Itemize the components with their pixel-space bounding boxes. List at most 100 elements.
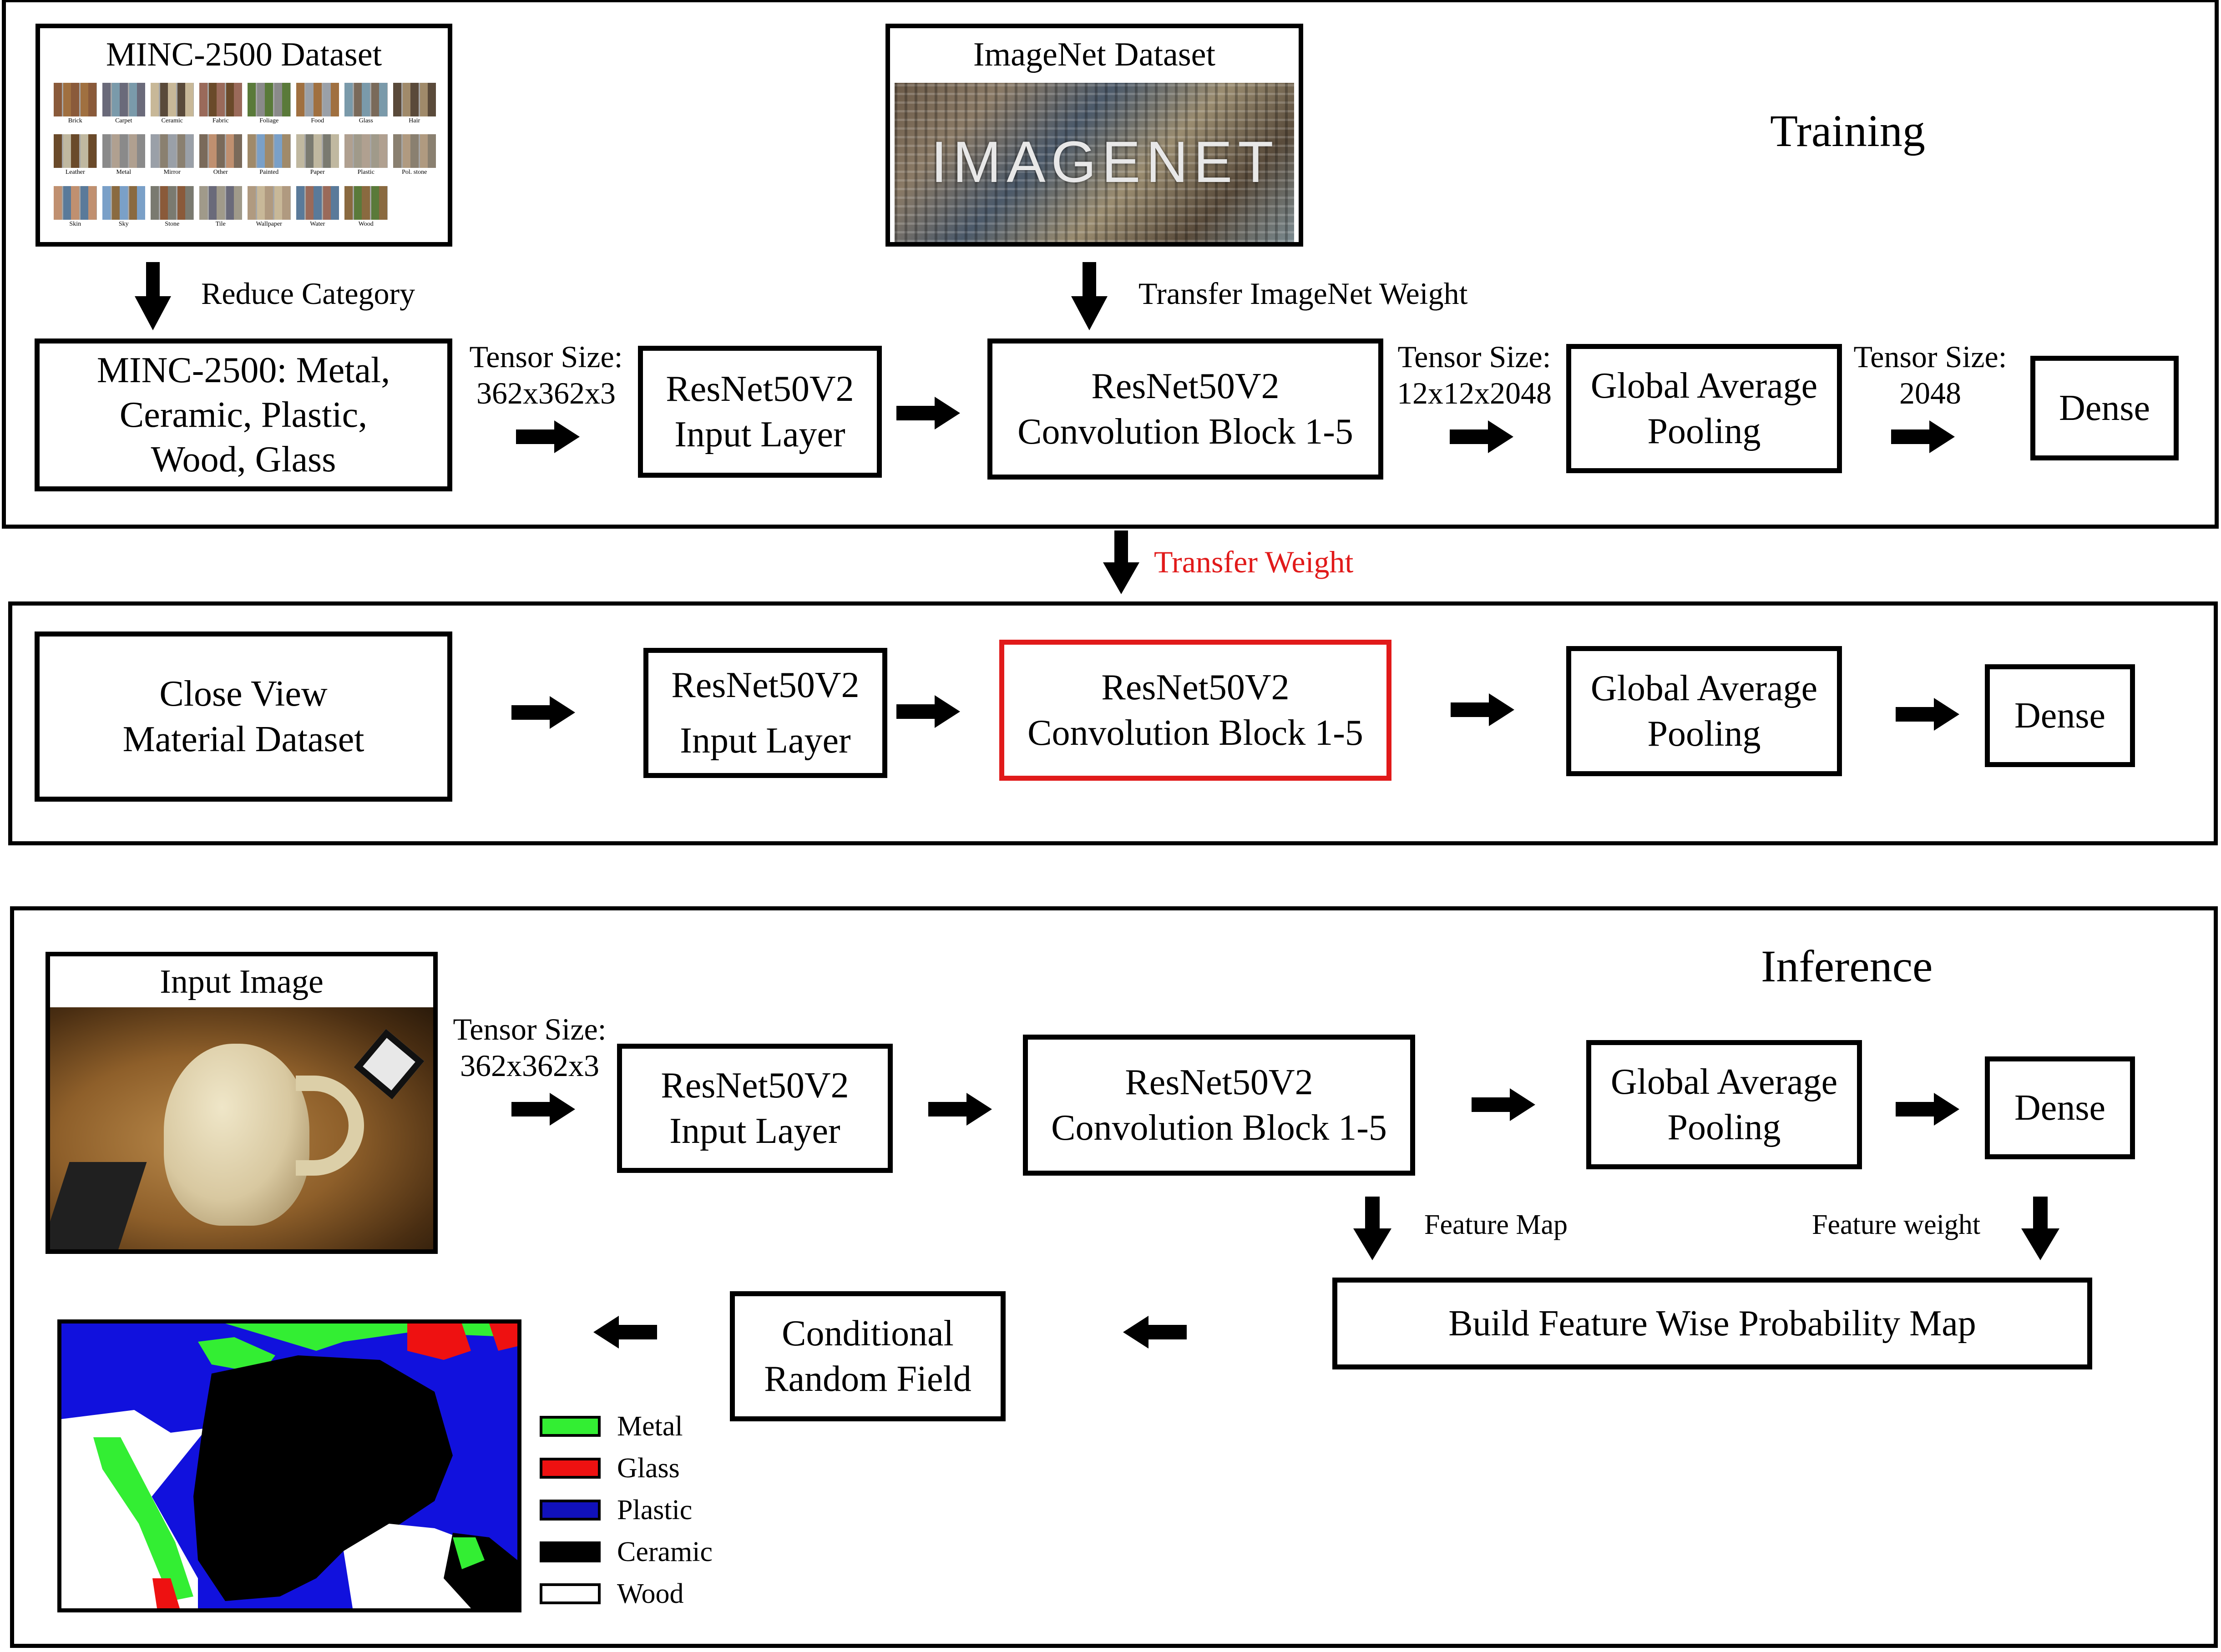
legend-item-plastic: Plastic: [540, 1494, 692, 1526]
finetune-dataset-box: Close View Material Dataset: [35, 631, 452, 802]
minc-thumbnail: Sky: [102, 186, 145, 233]
minc-thumbnail-image: [54, 83, 97, 116]
minc-thumbnail-image: [102, 186, 145, 220]
minc-thumbnail-caption: Foliage: [259, 117, 279, 124]
inference-tensor-input-label: Tensor Size: 362x362x3: [453, 1012, 607, 1083]
finetune-gap-box: Global Average Pooling: [1566, 646, 1842, 776]
legend-item-glass: Glass: [540, 1452, 680, 1484]
crf-box: Conditional Random Field: [730, 1291, 1006, 1421]
legend-label: Metal: [617, 1411, 683, 1442]
minc-thumbnail: Leather: [54, 134, 97, 181]
input-photo: [50, 1007, 433, 1249]
segmentation-output: [57, 1319, 521, 1612]
transfer-weight-label: Transfer Weight: [1154, 545, 1354, 579]
reduce-category-label: Reduce Category: [201, 276, 415, 311]
minc-thumbnail-image: [199, 186, 242, 220]
minc-thumbnail-image: [199, 83, 242, 116]
training-arrow-4: [1891, 420, 1955, 453]
minc-thumbnail-image: [54, 134, 97, 168]
minc-thumbnail: Plastic: [344, 134, 388, 181]
imagenet-dataset-title: ImageNet Dataset: [973, 36, 1216, 73]
feature-map-arrow: [1353, 1197, 1391, 1260]
legend-swatch: [540, 1541, 601, 1562]
minc-thumbnail-image: [296, 134, 339, 168]
mug-shape: [164, 1044, 309, 1226]
reduce-category-arrow: [135, 262, 171, 330]
finetune-conv-block-box: ResNet50V2 Convolution Block 1-5: [999, 640, 1391, 781]
inference-arrow-4: [1896, 1093, 1959, 1126]
mug-handle: [296, 1076, 364, 1176]
inference-conv-block-box: ResNet50V2 Convolution Block 1-5: [1023, 1035, 1415, 1176]
transfer-weight-arrow: [1103, 530, 1139, 594]
legend-label: Ceramic: [617, 1536, 713, 1567]
minc-thumbnail-caption: Paper: [310, 169, 325, 176]
minc-thumbnail: Ceramic: [151, 83, 194, 130]
minc-thumbnail-image: [102, 83, 145, 116]
minc-thumbnail-caption: Metal: [116, 169, 132, 176]
minc-thumbnail-image: [199, 134, 242, 168]
inference-arrow-6: [593, 1316, 657, 1349]
finetune-dense-box: Dense: [1985, 664, 2135, 767]
minc-thumbnail: Painted: [248, 134, 291, 181]
minc-thumbnail-image: [151, 186, 194, 220]
inference-arrow-5: [1123, 1316, 1187, 1349]
legend-label: Plastic: [617, 1495, 693, 1526]
training-input-layer-box: ResNet50V2 Input Layer: [638, 346, 882, 478]
minc-thumbnail: Skin: [54, 186, 97, 233]
finetune-arrow-2: [896, 695, 960, 728]
inference-arrow-2: [928, 1093, 992, 1126]
minc-thumbnail-image: [393, 134, 436, 168]
minc-thumbnail-image: [344, 134, 388, 168]
minc-thumbnail-caption: Painted: [259, 169, 279, 176]
minc-thumbnail-caption: Carpet: [115, 117, 132, 124]
training-arrow-2: [896, 397, 960, 429]
minc-reduced-box: MINC-2500: Metal, Ceramic, Plastic, Wood…: [35, 338, 452, 491]
minc-thumbnail-caption: Skin: [69, 220, 81, 227]
legend-item-wood: Wood: [540, 1578, 684, 1610]
minc-thumbnail-caption: Sky: [118, 220, 129, 227]
imagenet-mosaic: IMAGENET: [895, 83, 1294, 242]
minc-thumbnail: Paper: [296, 134, 339, 181]
legend-label: Wood: [617, 1578, 684, 1609]
minc-thumbnail-caption: Tile: [215, 220, 226, 227]
feature-weight-label: Feature weight: [1812, 1209, 1981, 1240]
inference-dense-box: Dense: [1985, 1056, 2135, 1159]
finetune-arrow-1: [511, 696, 575, 729]
legend-swatch: [540, 1458, 601, 1479]
minc-thumbnail-caption: Brick: [68, 117, 82, 124]
training-tensor-input-label: Tensor Size: 362x362x3: [469, 339, 623, 410]
minc-thumbnail-image: [344, 186, 388, 220]
minc-thumbnail-image: [54, 186, 97, 220]
minc-thumbnail: Wallpaper: [248, 186, 291, 233]
training-dense-box: Dense: [2030, 356, 2179, 460]
inference-section-frame: [10, 906, 2218, 1648]
minc-thumbnail: Other: [199, 134, 242, 181]
legend-swatch: [540, 1500, 601, 1521]
segmentation-map: [61, 1324, 517, 1608]
minc-thumbnail-image: [102, 134, 145, 168]
minc-thumbnail-caption: Other: [213, 169, 228, 176]
minc-thumbnail-caption: Wood: [358, 220, 374, 227]
minc-thumbnail-image: [393, 83, 436, 116]
finetune-section-frame: [8, 601, 2218, 845]
legend-item-ceramic: Ceramic: [540, 1536, 713, 1568]
minc-thumbnail: Metal: [102, 134, 145, 181]
minc-thumbnail-caption: Stone: [165, 220, 180, 227]
imagenet-dataset-image: ImageNet Dataset IMAGENET: [885, 24, 1303, 247]
training-arrow-3: [1450, 420, 1513, 453]
minc-thumbnail: Glass: [344, 83, 388, 130]
minc-thumbnail-caption: Food: [311, 117, 324, 124]
minc-thumbnail-caption: Plastic: [357, 169, 374, 176]
fixture-shape: [354, 1029, 425, 1100]
minc-thumbnail-caption: Pol. stone: [402, 169, 427, 176]
finetune-arrow-3: [1451, 693, 1514, 726]
minc-thumbnail: Mirror: [151, 134, 194, 181]
transfer-imagenet-label: Transfer ImageNet Weight: [1138, 276, 1468, 311]
minc-thumbnail-caption: Fabric: [212, 117, 229, 124]
minc-thumbnail-image: [248, 134, 291, 168]
probability-map-box: Build Feature Wise Probability Map: [1332, 1278, 2092, 1369]
transfer-imagenet-arrow: [1071, 262, 1108, 330]
input-image-title: Input Image: [160, 963, 324, 1000]
